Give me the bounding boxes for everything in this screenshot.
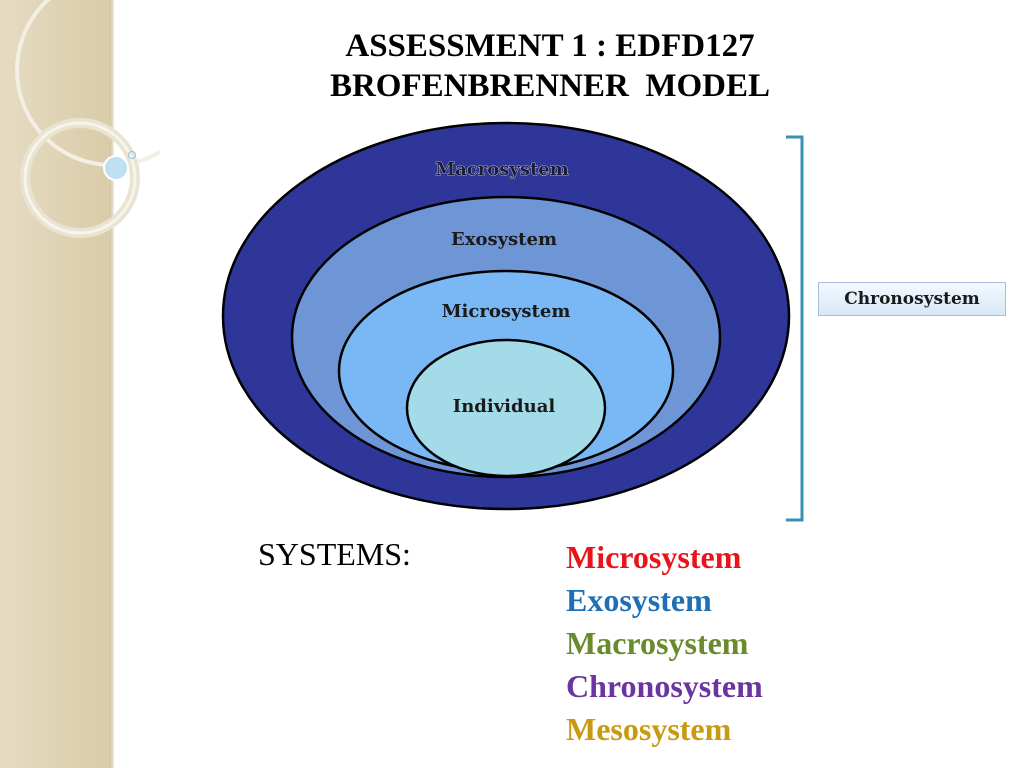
system-item-chronosystem: Chronosystem bbox=[566, 668, 763, 704]
macrosystem-label: Macrosystem bbox=[435, 159, 569, 180]
microsystem-label: Microsystem bbox=[442, 301, 571, 322]
deco-arc-medium-highlight bbox=[23, 121, 137, 235]
chronosystem-label: Chronosystem bbox=[844, 289, 980, 309]
title-line-1: ASSESSMENT 1 : EDFD127 bbox=[345, 28, 755, 64]
deco-small-bubble bbox=[128, 151, 136, 159]
chronosystem-bracket bbox=[786, 135, 804, 522]
system-item-mesosystem: Mesosystem bbox=[566, 711, 732, 747]
system-item-microsystem: Microsystem bbox=[566, 539, 742, 575]
sidebar-edge bbox=[110, 0, 114, 768]
deco-bubble bbox=[103, 155, 129, 181]
system-item-exosystem: Exosystem bbox=[566, 582, 712, 618]
systems-list: Microsystem Exosystem Macrosystem Chrono… bbox=[566, 536, 763, 751]
individual-label: Individual bbox=[453, 396, 556, 417]
title-line-2: BROFENBRENNER MODEL bbox=[329, 68, 771, 104]
slide-title: ASSESSMENT 1 : EDFD127 BROFENBRENNER MOD… bbox=[250, 26, 850, 106]
exosystem-label: Exosystem bbox=[451, 229, 557, 250]
systems-heading: SYSTEMS: bbox=[258, 536, 411, 572]
system-item-macrosystem: Macrosystem bbox=[566, 625, 749, 661]
decorative-circles bbox=[15, 0, 160, 238]
individual-ring bbox=[405, 338, 607, 478]
chronosystem-box: Chronosystem bbox=[818, 282, 1006, 316]
